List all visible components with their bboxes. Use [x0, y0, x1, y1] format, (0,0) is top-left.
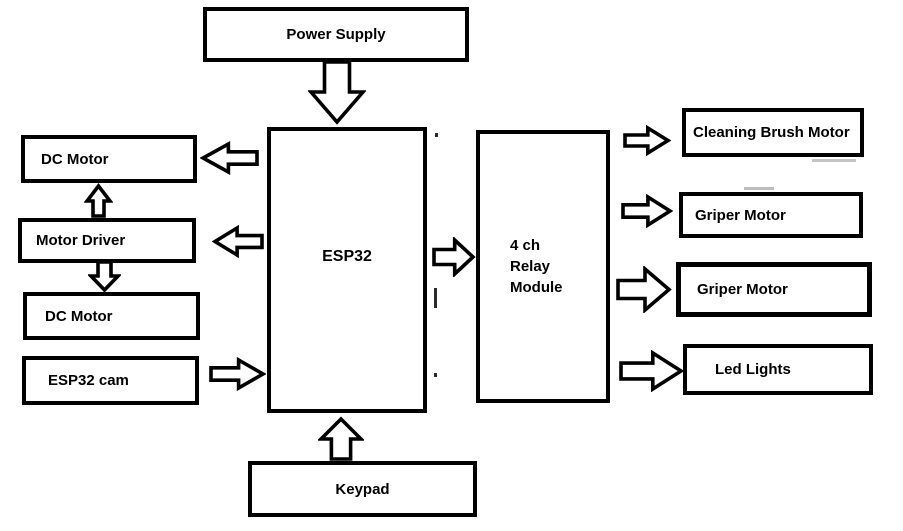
motor-driver-label: Motor Driver — [36, 232, 126, 249]
relay-module-block: 4 ch Relay Module — [476, 130, 610, 403]
dc-motor-top-label: DC Motor — [41, 150, 109, 168]
griper-motor-bottom-label: Griper Motor — [697, 281, 788, 298]
scan-artifact — [434, 373, 437, 377]
griper-motor-bottom-block: Griper Motor — [676, 262, 872, 317]
arrow-esp32-to-motor-driver-icon — [212, 225, 264, 258]
esp32-cam-label: ESP32 cam — [48, 372, 129, 389]
griper-motor-top-block: Griper Motor — [679, 192, 863, 238]
arrow-motor-driver-to-dc-motor-bottom-icon — [88, 260, 121, 293]
arrow-relay-to-griper-motor-top-icon — [621, 194, 673, 228]
led-lights-label: Led Lights — [715, 361, 791, 378]
arrow-power-supply-to-esp32-icon — [308, 60, 366, 125]
arrow-relay-to-cleaning-brush-motor-icon — [623, 125, 671, 156]
arrow-keypad-to-esp32-icon — [318, 416, 364, 461]
arrow-relay-to-griper-motor-bottom-icon — [616, 266, 672, 313]
power-supply-label: Power Supply — [286, 26, 386, 43]
dc-motor-top-block: DC Motor — [21, 135, 197, 183]
cleaning-brush-motor-label: Cleaning Brush Motor — [693, 124, 850, 141]
esp32-block: ESP32 — [267, 127, 427, 413]
griper-motor-top-label: Griper Motor — [695, 206, 786, 224]
arrow-relay-to-led-lights-icon — [619, 350, 684, 392]
cleaning-brush-motor-block: Cleaning Brush Motor — [682, 108, 864, 157]
motor-driver-block: Motor Driver — [18, 218, 196, 263]
arrow-esp32-cam-to-esp32-icon — [209, 357, 266, 391]
arrow-motor-driver-to-dc-motor-top-icon — [84, 183, 113, 218]
relay-module-label-line2: Relay — [510, 258, 551, 275]
dc-motor-bottom-block: DC Motor — [23, 292, 200, 340]
scan-artifact — [744, 187, 774, 190]
relay-module-label-line1: 4 ch — [510, 237, 541, 254]
led-lights-block: Led Lights — [683, 344, 873, 395]
esp32-cam-block: ESP32 cam — [22, 356, 199, 405]
esp32-label: ESP32 — [322, 248, 372, 265]
keypad-label: Keypad — [335, 480, 390, 498]
scan-artifact — [812, 159, 856, 162]
relay-module-label-line3: Module — [510, 279, 563, 296]
arrow-esp32-to-relay-module-icon — [432, 237, 476, 277]
keypad-block: Keypad — [248, 461, 477, 517]
arrow-esp32-to-dc-motor-top-icon — [200, 141, 259, 175]
scan-artifact — [435, 133, 438, 137]
dc-motor-bottom-label: DC Motor — [45, 307, 113, 325]
scan-artifact — [434, 288, 437, 308]
power-supply-block: Power Supply — [203, 7, 469, 62]
